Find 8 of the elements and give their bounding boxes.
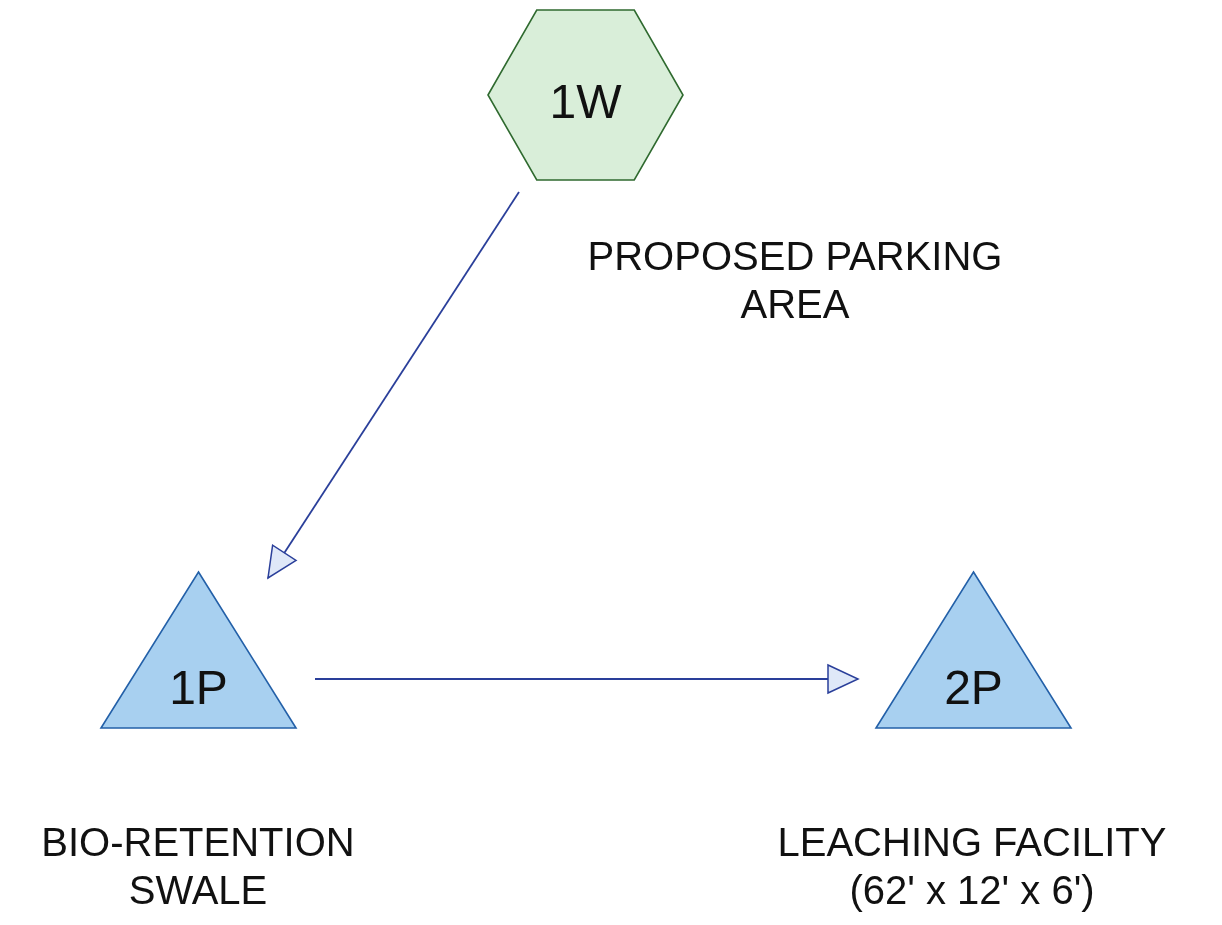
node-label: 2P <box>943 664 1004 712</box>
node-label: 1W <box>548 78 623 126</box>
node-caption: LEACHING FACILITY (62' x 12' x 6') <box>776 819 1168 914</box>
node-label: 1P <box>168 664 229 712</box>
arrow <box>314 664 859 694</box>
node-caption: PROPOSED PARKING AREA <box>586 233 1004 328</box>
node-caption: BIO-RETENTION SWALE <box>40 819 356 914</box>
arrow <box>267 191 520 579</box>
